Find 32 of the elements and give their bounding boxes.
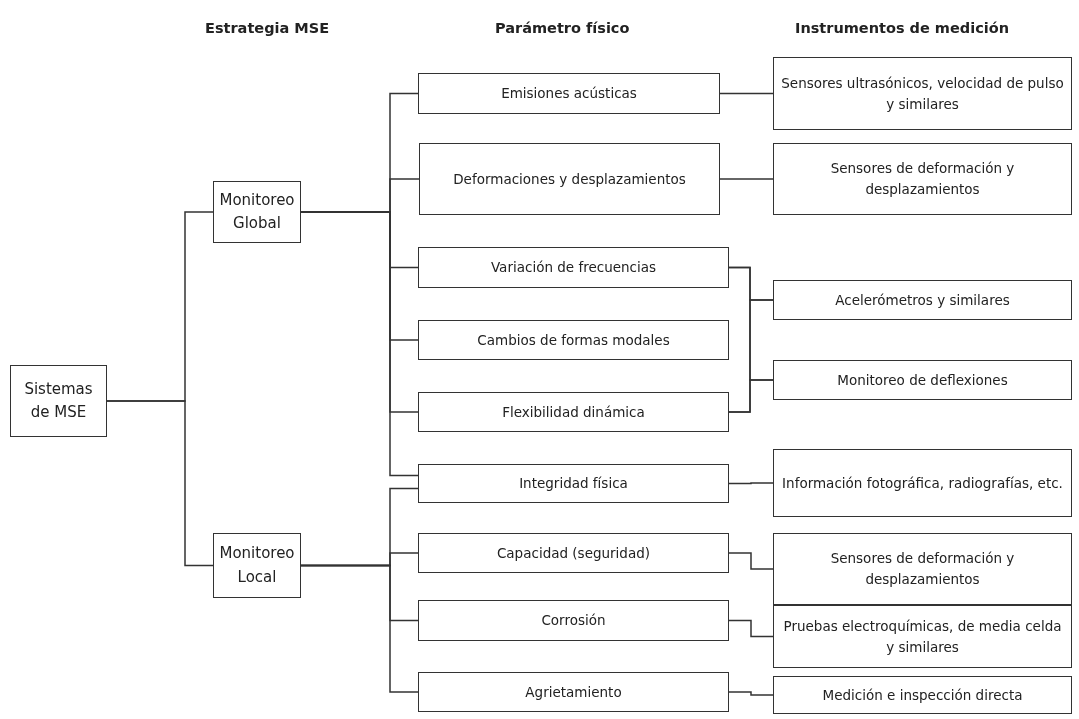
connector-line (106, 400, 214, 567)
process-box: Monitoreo Global (213, 181, 301, 243)
connector-line (300, 564, 419, 693)
process-box: Monitoreo Local (213, 533, 301, 598)
process-box: Integridad física (418, 464, 729, 503)
process-box: Deformaciones y desplazamientos (419, 143, 720, 215)
process-box: Sensores de deformación y desplazamientos (773, 143, 1072, 215)
process-box: Pruebas electroquímicas, de media celda y similares (773, 605, 1072, 668)
connector-line (728, 691, 774, 696)
process-box: Variación de frecuencias (418, 247, 729, 288)
process-box: Flexibilidad dinámica (418, 392, 729, 432)
process-box: Cambios de formas modales (418, 320, 729, 360)
process-box: Información fotográfica, radiografías, etc. (773, 449, 1072, 517)
column-header: Parámetro físico (495, 20, 630, 36)
process-box: Agrietamiento (418, 672, 729, 712)
process-box: Monitoreo de deflexiones (773, 360, 1072, 400)
connector-line (719, 178, 774, 180)
connector-line (728, 552, 774, 570)
process-box: Emisiones acústicas (418, 73, 720, 114)
process-box: Sistemas de MSE (10, 365, 107, 437)
process-box: Acelerómetros y similares (773, 280, 1072, 320)
column-header: Instrumentos de medición (795, 20, 1009, 36)
connector-line (728, 379, 774, 413)
connector-line (728, 619, 774, 638)
column-header: Estrategia MSE (205, 20, 330, 36)
process-box: Capacidad (seguridad) (418, 533, 729, 573)
connector-line (728, 482, 774, 485)
process-box: Sensores ultrasónicos, velocidad de pulso y similares (773, 57, 1072, 130)
connector-line (719, 92, 774, 95)
process-box: Sensores de deformación y desplazamientos (773, 533, 1072, 605)
process-box: Corrosión (418, 600, 729, 641)
process-box: Medición e inspección directa (773, 676, 1072, 714)
